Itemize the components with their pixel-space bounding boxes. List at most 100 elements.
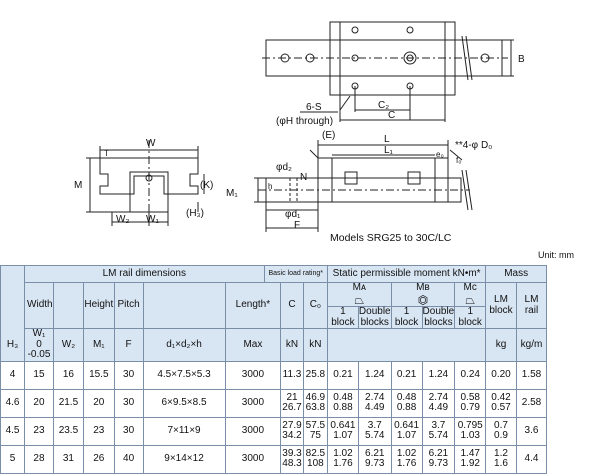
- label-b: B: [518, 54, 525, 65]
- cell-c0-line: 82.5: [305, 447, 326, 459]
- cell-w1: 28: [24, 444, 54, 474]
- header-lm-rail: LM rail: [515, 281, 548, 330]
- cell-c0-line: 25.8: [305, 368, 326, 380]
- header-dims-blank: [142, 281, 226, 330]
- cell-mb1-line: 1.07: [396, 430, 417, 442]
- cell-ma2-line: 1.24: [365, 368, 385, 380]
- label-n: N: [300, 172, 307, 183]
- group-lm-rail: LM rail dimensions: [24, 265, 265, 283]
- group-mass: Mass: [485, 265, 548, 283]
- cell-m1: 23: [82, 416, 115, 446]
- cell-ma1: 0.21: [326, 360, 359, 390]
- cell-c-line: 34.2: [282, 430, 302, 442]
- cell-mb2-line: 4.49: [428, 402, 449, 414]
- ma-one-2: block: [331, 316, 355, 328]
- cell-mc-line: 0.24: [460, 368, 480, 380]
- label-w1: W₁: [146, 214, 159, 225]
- cell-mb1-line: 0.21: [396, 368, 417, 380]
- label-d1: φd₁: [285, 209, 301, 220]
- group-static-moment: Static permissible moment kN•m*: [326, 265, 487, 283]
- cell-c0: 25.8: [302, 360, 328, 390]
- ma-symbol: Mᴀ: [352, 282, 366, 293]
- cell-max: 3000: [224, 388, 282, 418]
- cell-ma2-line: 4.49: [365, 402, 385, 414]
- stub-column: H₃: [0, 265, 26, 362]
- label-f: F: [294, 220, 300, 231]
- header-width: Width: [24, 281, 54, 330]
- cell-mc-line: 1.92: [460, 458, 480, 470]
- cell-dims: 4.5×7.5×5.3: [142, 360, 226, 390]
- spec-table: H₃ LM rail dimensions Basic load rating*…: [0, 265, 600, 474]
- label-l: L: [384, 134, 390, 145]
- header-c0: C₀: [302, 281, 328, 330]
- label-d2: φd₂: [276, 162, 292, 173]
- cell-mb1-line: 0.88: [396, 402, 417, 414]
- cell-c-line: 39.3: [282, 447, 302, 459]
- w1-symbol: W₁: [32, 328, 46, 340]
- label-h: h: [268, 182, 272, 191]
- cell-c: 11.3: [280, 360, 304, 390]
- cell-w2: 23.5: [52, 416, 84, 446]
- cell-w1: 15: [24, 360, 54, 390]
- ma-double-1: Double: [358, 306, 391, 318]
- header-lm-block: LM block: [485, 281, 517, 330]
- front-view: [86, 140, 205, 226]
- cell-m1: 20: [82, 388, 115, 418]
- mc-one-2: block: [458, 316, 482, 328]
- cell-mb1: 0.21: [390, 360, 423, 390]
- cell-ma1-line: 0.641: [330, 419, 356, 431]
- mb-one-2: block: [394, 316, 419, 328]
- cell-m1: 15.5: [82, 360, 115, 390]
- cell-w1: 20: [24, 388, 54, 418]
- mc-symbol: Mᴄ: [463, 282, 477, 293]
- ma-one-1: 1: [340, 306, 346, 318]
- cell-ma1-line: 0.21: [333, 368, 353, 380]
- cell-block-line: 0.7: [494, 419, 508, 431]
- header-w2-blank: [52, 281, 84, 330]
- lm-rail-text: LM rail: [524, 294, 539, 316]
- label-t: T: [104, 149, 109, 158]
- cell-mc-line: 1.03: [460, 430, 480, 442]
- label-w2: W₂: [116, 214, 129, 225]
- header-length: Length*: [224, 281, 282, 330]
- cell-f: 40: [113, 444, 144, 474]
- cell-c-line: 11.3: [282, 368, 302, 380]
- label-d0: **4-φ D₀: [455, 140, 492, 151]
- cell-w2: 31: [52, 444, 84, 474]
- header-mc: Mᴄ⏢: [454, 281, 487, 308]
- group-header-row: H₃ LM rail dimensions Basic load rating*…: [0, 265, 600, 362]
- label-c: C: [388, 110, 395, 121]
- cell-w1: 23: [24, 416, 54, 446]
- mb-double-1: Double: [422, 306, 455, 318]
- mb-symbol: Mʙ: [416, 282, 430, 293]
- label-c2: C₂: [378, 100, 389, 111]
- label-k: (K): [200, 180, 213, 191]
- cell-mc-line: 0.795: [457, 419, 483, 431]
- cell-mc-line: 0.58: [460, 391, 480, 403]
- cell-mb1-line: 1.02: [396, 447, 417, 459]
- cell-block-line: 0.9: [494, 430, 508, 442]
- w1-tol-upper: 0: [36, 338, 42, 350]
- mc-one-1: 1: [467, 306, 473, 318]
